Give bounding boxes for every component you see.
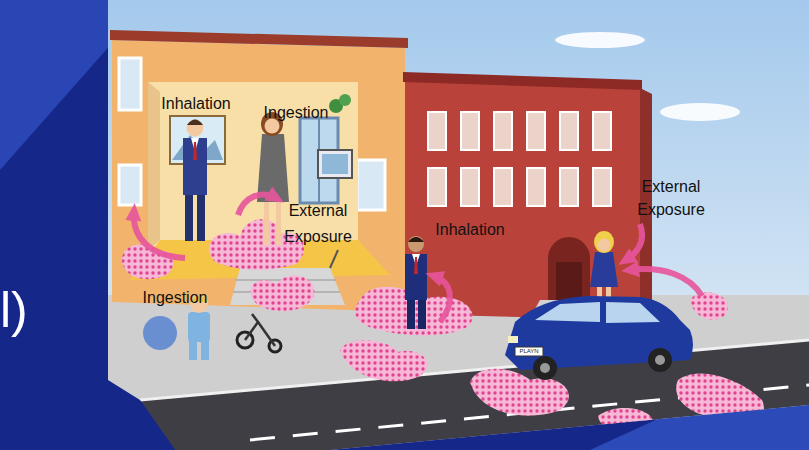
window [560, 112, 578, 150]
tie [193, 142, 197, 160]
body [188, 312, 210, 342]
legs [197, 193, 205, 241]
contaminant-cloud [251, 275, 315, 311]
window [428, 112, 446, 150]
legs [185, 193, 193, 241]
head [187, 120, 204, 137]
ball [143, 316, 177, 350]
woman-indoors [257, 112, 289, 245]
window [560, 168, 578, 206]
license-plate [515, 347, 543, 356]
exposure-arrow [626, 224, 642, 260]
wheel [533, 356, 557, 380]
headlight [508, 336, 518, 343]
license-plate-text: PLAYN [515, 347, 543, 356]
exposure-arrow [630, 269, 702, 296]
wheel [648, 348, 672, 372]
tricycle-frame [245, 314, 275, 346]
head [408, 236, 424, 252]
doorway [548, 237, 590, 300]
pathway-label: External Exposure [631, 175, 711, 221]
sky [108, 0, 809, 345]
hair [408, 237, 424, 242]
room-side-wall [148, 82, 160, 250]
head [598, 239, 611, 252]
railing [330, 250, 338, 268]
contaminant-cloud [598, 408, 653, 432]
building-cornice [403, 72, 642, 90]
hair [594, 231, 614, 253]
window [428, 168, 446, 206]
building-facade [112, 40, 405, 312]
television [318, 150, 352, 178]
legs [189, 340, 197, 360]
legs [276, 200, 281, 245]
contaminant-cloud [340, 340, 427, 381]
pathway-label: Inhalation [430, 220, 510, 240]
car-window [535, 302, 600, 322]
man-indoors [183, 120, 207, 242]
exposure-arrow [434, 276, 450, 322]
legs [418, 299, 426, 329]
man-outdoors [405, 236, 427, 329]
pathway-label: External Exposure [278, 198, 358, 250]
window [494, 168, 512, 206]
hubcap [655, 355, 665, 365]
window [527, 112, 545, 150]
cloud [660, 103, 740, 121]
window-grid [428, 112, 611, 206]
legs [407, 299, 415, 329]
building-facade [405, 80, 640, 320]
contaminant-cloud [676, 373, 764, 420]
suit [183, 138, 207, 195]
woman-outdoors [590, 231, 618, 307]
car [505, 296, 693, 380]
pathway-label: Inhalation [156, 94, 236, 114]
tv-screen [322, 154, 348, 174]
exposure-arrow [238, 195, 276, 215]
contaminant-cloud [470, 369, 569, 416]
window [494, 112, 512, 150]
window [461, 168, 479, 206]
hair [187, 120, 203, 126]
far-curb [330, 405, 809, 450]
pathway-label: Ingestion [137, 288, 213, 308]
window [119, 58, 141, 110]
plant [339, 94, 351, 106]
exposure-arrow [134, 212, 185, 258]
pathway-label: Ingestion [258, 103, 334, 123]
window [527, 168, 545, 206]
contaminant-cloud [690, 292, 728, 319]
tie [414, 257, 418, 274]
building-cornice [110, 30, 408, 48]
legs [201, 340, 209, 360]
legs [264, 200, 269, 245]
dress [590, 252, 618, 287]
car-window [606, 302, 660, 323]
hubcap [540, 363, 550, 373]
cloud [555, 32, 645, 48]
street-scene [108, 0, 809, 450]
window [357, 160, 385, 210]
car-body [505, 296, 693, 370]
window [461, 112, 479, 150]
window [593, 112, 611, 150]
window [119, 165, 141, 205]
suit [405, 254, 427, 300]
window [593, 168, 611, 206]
slide-text-fragment: l) [0, 284, 50, 336]
door [556, 262, 582, 300]
road [140, 340, 809, 450]
